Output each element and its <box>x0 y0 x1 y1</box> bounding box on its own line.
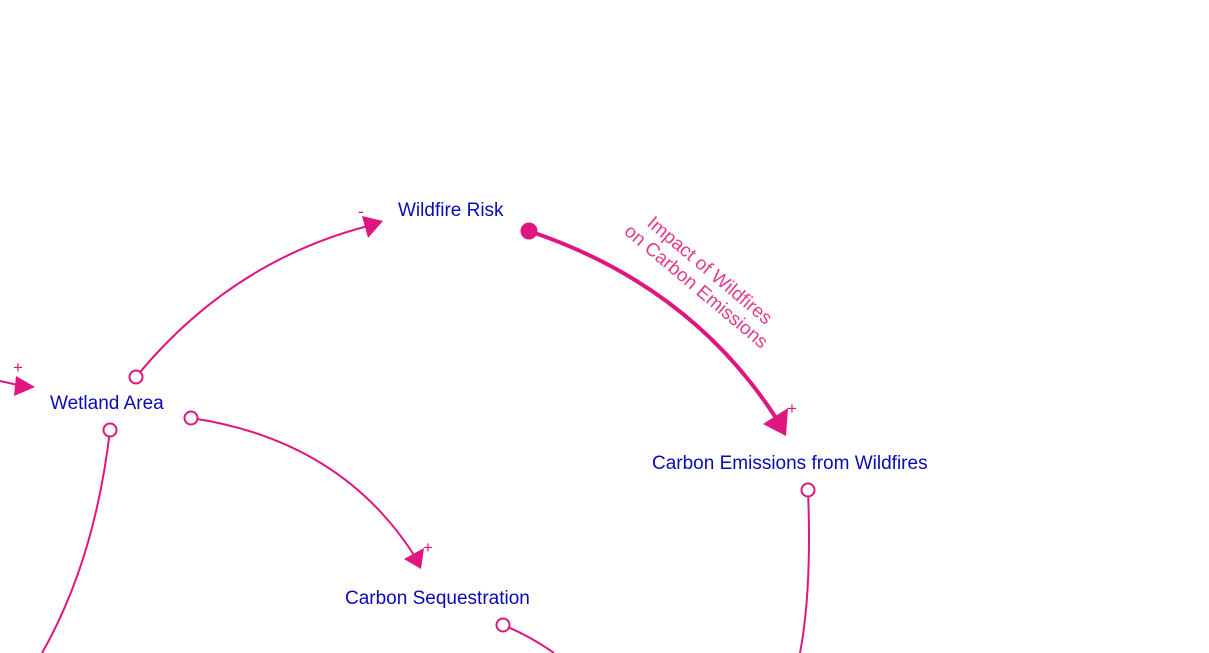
link-incoming-to-wetland[interactable]: + <box>0 358 35 396</box>
link-curve <box>190 417 415 556</box>
polarity-sign: + <box>13 358 23 377</box>
arrowhead-icon <box>763 408 788 436</box>
link-wetland-to-wildfire[interactable]: - <box>128 202 384 385</box>
link-origin-handle[interactable] <box>495 617 511 633</box>
link-origin-handle[interactable] <box>183 410 199 426</box>
polarity-sign: + <box>423 538 433 557</box>
link-curve <box>0 380 19 386</box>
arrowhead-icon <box>362 216 383 238</box>
link-origin-handle[interactable] <box>128 369 144 385</box>
node-carbon-sequestration[interactable]: Carbon Sequestration <box>345 588 530 609</box>
link-wetland-outgoing[interactable] <box>41 422 118 653</box>
link-emissions-outgoing[interactable] <box>799 482 816 653</box>
link-origin-handle[interactable] <box>800 482 816 498</box>
arrowhead-icon <box>404 548 424 569</box>
polarity-sign: + <box>787 399 797 418</box>
link-curve <box>502 624 555 653</box>
link-origin-handle[interactable] <box>102 422 118 438</box>
node-carbon-emissions-from-wildfires[interactable]: Carbon Emissions from Wildfires <box>652 453 928 474</box>
node-wildfire-risk[interactable]: Wildfire Risk <box>398 200 504 221</box>
link-wildfire-to-emissions[interactable]: + Impact of Wildfires on Carbon Emission… <box>520 205 798 436</box>
node-wetland-area[interactable]: Wetland Area <box>50 393 164 414</box>
link-wetland-to-sequestration[interactable]: + <box>183 410 434 570</box>
link-origin-handle[interactable] <box>520 222 538 240</box>
link-curve <box>41 429 111 653</box>
link-curve <box>528 229 778 420</box>
link-sequestration-outgoing[interactable] <box>495 617 555 653</box>
arrowhead-icon <box>14 376 35 396</box>
link-curve <box>799 489 810 653</box>
polarity-sign: - <box>358 202 364 221</box>
link-curve <box>135 225 369 378</box>
